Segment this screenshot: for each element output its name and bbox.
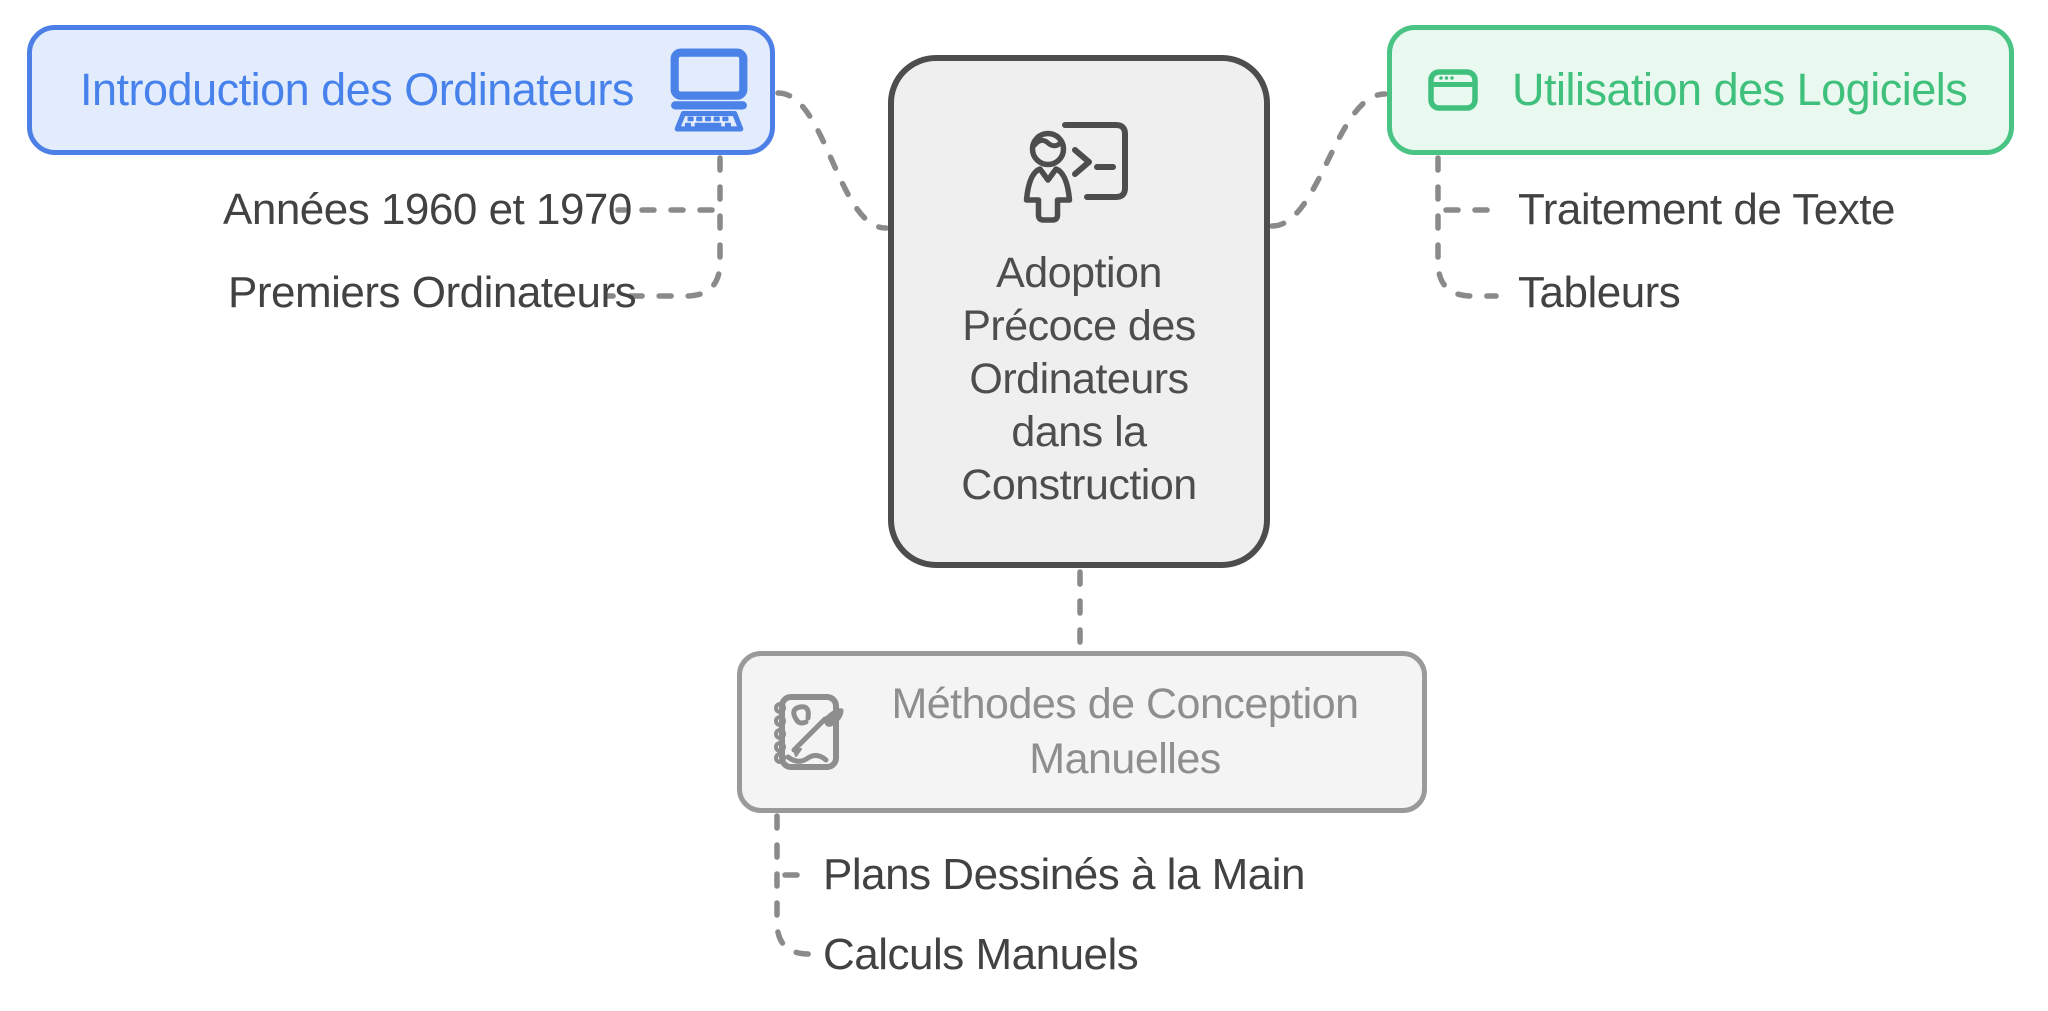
node-label: Introduction des Ordinateurs <box>80 64 634 115</box>
leaf-plans-dessines-a-la-main: Plans Dessinés à la Main <box>823 850 1306 899</box>
link-manuelles-children <box>774 813 819 957</box>
node-methodes-de-conception-manuelles: Méthodes de Conception Manuelles <box>737 651 1427 813</box>
notebook-quill-icon <box>774 694 844 770</box>
software-window-icon <box>1428 69 1478 111</box>
link-intro-children <box>605 155 723 299</box>
leaf-traitement-de-texte: Traitement de Texte <box>1518 185 1895 234</box>
link-root-to-logiciels <box>1269 91 1388 229</box>
node-utilisation-des-logiciels: Utilisation des Logiciels <box>1387 25 2014 155</box>
node-root-adoption-precoce: Adoption Précoce des Ordinateurs dans la… <box>888 55 1270 568</box>
leaf-annees-1960-1970: Années 1960 et 1970 <box>223 185 632 234</box>
node-introduction-des-ordinateurs: Introduction des Ordinateurs <box>27 25 775 155</box>
person-presenting-icon <box>1023 122 1128 223</box>
leaf-premiers-ordinateurs: Premiers Ordinateurs <box>228 268 637 317</box>
node-label: Utilisation des Logiciels <box>1512 64 1968 115</box>
leaf-tableurs: Tableurs <box>1518 268 1681 317</box>
leaf-calculs-manuels: Calculs Manuels <box>823 930 1139 979</box>
node-label: Méthodes de Conception Manuelles <box>891 680 1359 783</box>
node-label: Adoption Précoce des Ordinateurs dans la… <box>961 249 1197 509</box>
link-root-to-intro <box>775 90 889 231</box>
link-logiciels-children <box>1435 155 1499 299</box>
desktop-computer-icon <box>670 48 748 132</box>
